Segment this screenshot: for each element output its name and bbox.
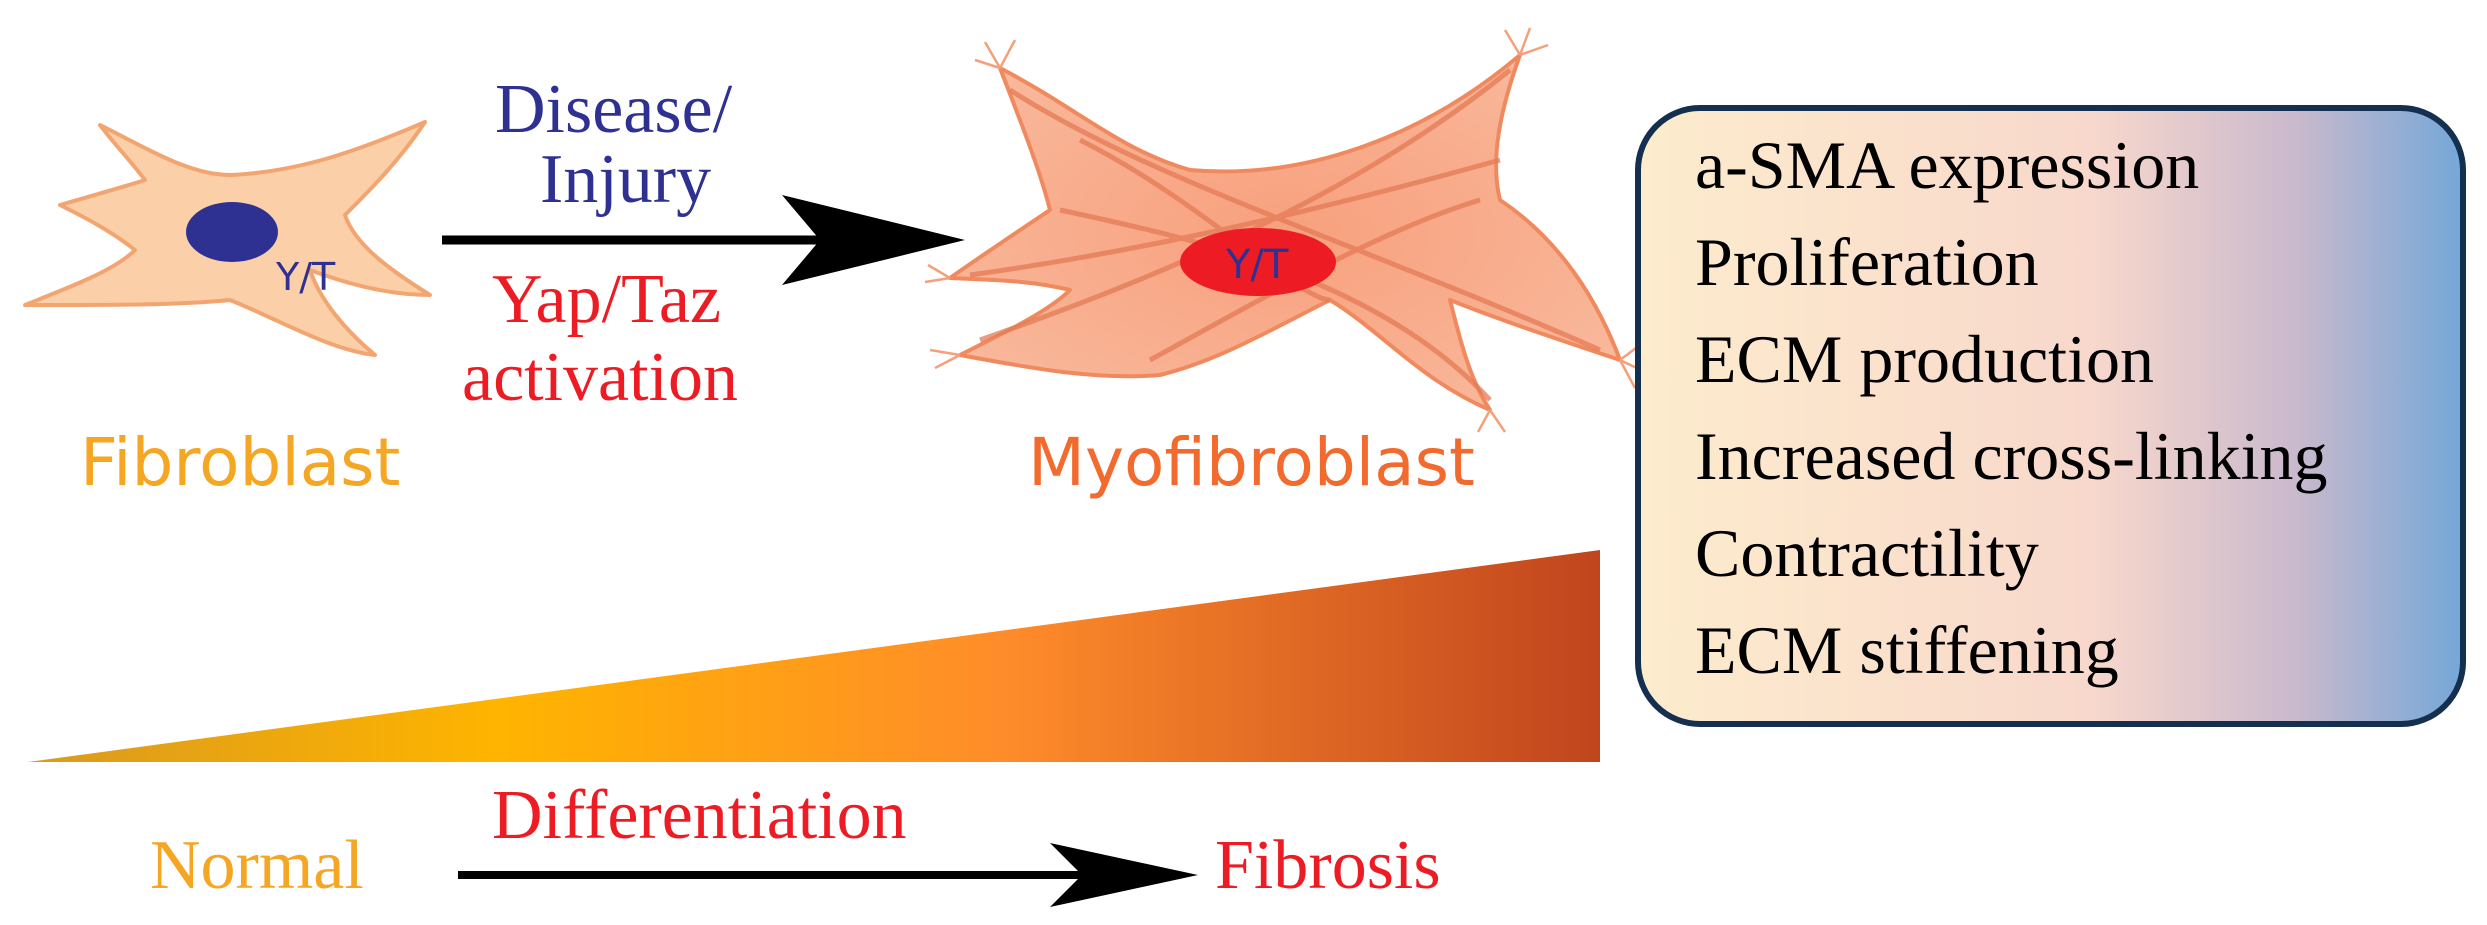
feature-item-2: Proliferation: [1695, 224, 2039, 300]
disease-injury-label-line1: Disease/: [495, 71, 733, 148]
myofibroblast-nucleus: [1180, 228, 1336, 296]
normal-label: Normal: [150, 827, 364, 904]
feature-item-6: ECM stiffening: [1695, 612, 2119, 688]
fibroblast-nucleus-label: Y/T: [275, 255, 336, 299]
myofibroblast-label: Myofibroblast: [1028, 424, 1475, 501]
fibroblast-cell: Y/T: [23, 120, 432, 357]
progression-wedge: [28, 550, 1600, 762]
feature-item-4: Increased cross-linking: [1695, 418, 2328, 494]
features-box: a-SMA expression Proliferation ECM produ…: [1635, 105, 2466, 727]
feature-item-5: Contractility: [1695, 515, 2039, 591]
disease-injury-label-line2: Injury: [540, 141, 711, 218]
yap-taz-label-line1: Yap/Taz: [492, 261, 721, 338]
yap-taz-label-line2: activation: [462, 339, 738, 416]
myofibroblast-filopodia: [924, 27, 1646, 433]
fibrosis-label: Fibrosis: [1215, 827, 1441, 904]
feature-item-3: ECM production: [1695, 321, 2154, 397]
feature-item-1: a-SMA expression: [1695, 127, 2199, 203]
myofibroblast-cell: Y/T: [924, 27, 1646, 433]
differentiation-label: Differentiation: [492, 777, 907, 854]
myofibroblast-nucleus-label: Y/T: [1225, 242, 1289, 288]
differentiation-arrow: [458, 843, 1198, 907]
disease-arrow: [442, 195, 965, 285]
fibroblast-nucleus: [186, 202, 278, 262]
fibroblast-label: Fibroblast: [80, 424, 400, 501]
